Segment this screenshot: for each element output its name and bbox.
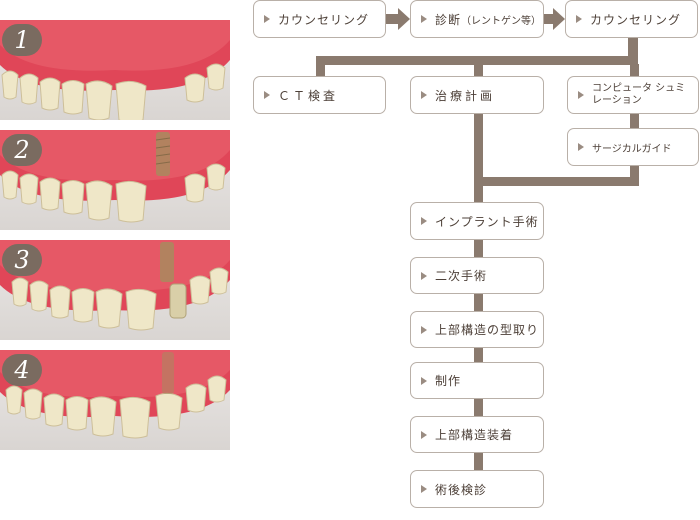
box-label: ＣＴ検査 xyxy=(278,88,339,103)
play-icon xyxy=(578,91,584,99)
play-icon xyxy=(421,485,427,493)
connector-line xyxy=(474,399,483,416)
illustration-step-1: 1 xyxy=(0,20,230,120)
connector-line xyxy=(316,56,325,76)
connector-line xyxy=(630,64,639,76)
step-number-badge: 3 xyxy=(2,244,42,276)
flow-box-ct-scan[interactable]: ＣＴ検査 xyxy=(253,76,386,114)
play-icon xyxy=(421,430,427,439)
connector-line xyxy=(474,56,483,76)
flow-box-post-op-checkup[interactable]: 術後検診 xyxy=(410,470,544,508)
box-label: 術後検診 xyxy=(435,482,488,497)
box-label-sub: （レントゲン等） xyxy=(461,15,542,27)
flow-box-implant-surgery[interactable]: インプラント手術 xyxy=(410,202,544,240)
play-icon xyxy=(421,271,427,280)
connector-line xyxy=(474,294,483,311)
play-icon xyxy=(421,325,427,334)
box-label: 制作 xyxy=(435,374,462,388)
connector-line xyxy=(630,114,639,128)
flow-box-second-surgery[interactable]: 二次手術 xyxy=(410,257,544,294)
arrow-connector xyxy=(386,14,400,24)
step-number-badge: 4 xyxy=(2,354,42,386)
box-label-main: 診断 xyxy=(435,12,462,27)
flow-box-simulation[interactable]: コンピュータ シュミレーション xyxy=(567,76,699,114)
arrow-head xyxy=(553,8,565,30)
arrow-head xyxy=(398,8,410,30)
illustration-step-4: 4 xyxy=(0,350,230,450)
connector-line xyxy=(630,166,639,186)
play-icon xyxy=(264,15,270,23)
connector-line xyxy=(474,348,483,362)
teeth-missing-image xyxy=(0,20,230,120)
flow-box-diagnosis[interactable]: 診断（レントゲン等） xyxy=(410,0,544,38)
play-icon xyxy=(576,15,582,23)
box-label: 治療計画 xyxy=(435,88,496,103)
illustration-step-3: 3 xyxy=(0,240,230,340)
implant-placed-image xyxy=(0,130,230,223)
flow-box-counseling[interactable]: カウンセリング xyxy=(253,0,386,38)
box-label: インプラント手術 xyxy=(435,214,539,229)
box-label: コンピュータ シュミレーション xyxy=(592,83,686,106)
play-icon xyxy=(421,376,427,385)
step-number-badge: 1 xyxy=(2,24,42,56)
step-number-badge: 2 xyxy=(2,134,42,166)
connector-line xyxy=(474,177,639,186)
flow-box-surgical-guide[interactable]: サージカルガイド xyxy=(567,128,699,166)
play-icon xyxy=(264,91,270,99)
illustration-step-2: 2 xyxy=(0,130,230,230)
flow-box-prosthesis-fitting[interactable]: 上部構造装着 xyxy=(410,416,544,453)
connector-line xyxy=(474,240,483,257)
play-icon xyxy=(421,15,427,23)
box-label: 二次手術 xyxy=(435,269,488,283)
play-icon xyxy=(421,91,427,99)
flow-box-fabrication[interactable]: 制作 xyxy=(410,362,544,399)
box-label: カウンセリング xyxy=(278,12,370,27)
abutment-attached-image xyxy=(0,240,230,331)
box-label: 上部構造の型取り xyxy=(435,323,540,337)
box-label: カウンセリング xyxy=(590,12,682,27)
play-icon xyxy=(421,217,427,225)
connector-line xyxy=(628,38,638,64)
box-label: 診断（レントゲン等） xyxy=(435,11,541,28)
flow-box-treatment-plan[interactable]: 治療計画 xyxy=(410,76,544,114)
crown-fitted-image xyxy=(0,350,230,439)
connector-line xyxy=(474,114,483,202)
play-icon xyxy=(578,143,584,151)
arrow-connector xyxy=(543,14,555,24)
connector-line xyxy=(474,453,483,470)
flow-box-counseling-2[interactable]: カウンセリング xyxy=(565,0,698,38)
box-label: サージカルガイド xyxy=(592,143,672,155)
flow-box-impression[interactable]: 上部構造の型取り xyxy=(410,311,544,348)
box-label: 上部構造装着 xyxy=(435,428,514,442)
